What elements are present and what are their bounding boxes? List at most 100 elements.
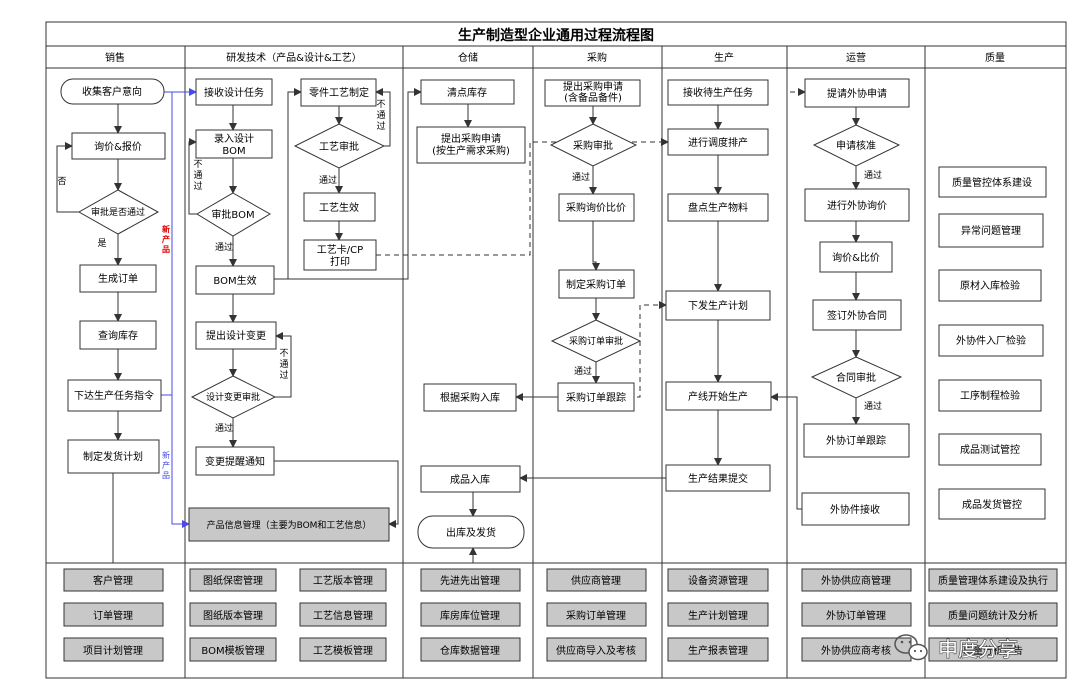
module-prod-2: 生产计划管理 [688, 609, 748, 622]
node-ops-approve-label: 申请核准 [836, 139, 876, 152]
node-wh-purchase-req-label: 提出采购申请(按生产需求采购) [432, 132, 510, 157]
node-ship [417, 515, 525, 549]
warehouse-modules: 先进先出管理 库房库位管理 仓库数据管理 [420, 568, 521, 662]
node-materials [667, 193, 769, 222]
label-pur-pass: 通过 [572, 171, 590, 183]
node-product-info-label: 产品信息管理（主要为BOM和工艺信息） [207, 519, 372, 531]
node-quality-6-label: 成品测试管控 [960, 443, 1020, 456]
module-q-3: 质量分析报告 [963, 644, 1023, 657]
module-rd-left-3: BOM模板管理 [201, 644, 264, 657]
lane-header-sales: 销售 [105, 51, 125, 64]
node-change-notice [195, 446, 275, 476]
lane-header-quality: 质量 [985, 52, 1005, 64]
node-stock-label: 查询库存 [98, 329, 138, 342]
node-inquiry-label: 询价&报价 [94, 140, 142, 153]
node-process-effect-label: 工艺生效 [319, 201, 359, 214]
chart-title: 生产制造型企业通用过程流程图 [458, 27, 654, 44]
warehouse-lane: 清点库存 提出采购申请(按生产需求采购) 根据采购入库 成品入库 出库及发货 [416, 79, 526, 549]
module-prod-3: 生产报表管理 [688, 644, 748, 657]
node-pur-compare-label: 采购询价比价 [566, 201, 626, 214]
node-bom-approve-label: 审批BOM [211, 208, 254, 221]
label-no: 否 [57, 176, 66, 187]
node-change-approve-label: 设计变更审批 [206, 391, 260, 403]
module-sales-3: 项目计划管理 [83, 644, 143, 657]
node-pur-compare [558, 193, 635, 222]
node-quality-3-label: 原材入库检验 [960, 279, 1020, 292]
node-part-process [300, 78, 377, 107]
module-ops-1: 外协供应商管理 [821, 574, 891, 587]
node-fg-in [420, 465, 521, 493]
node-pur-order-approve [550, 319, 642, 363]
module-wh-2: 库房库位管理 [440, 609, 500, 622]
module-sales-2: 订单管理 [93, 609, 133, 622]
new-product-connectors [161, 88, 197, 528]
node-pur-approve-label: 采购审批 [573, 139, 613, 152]
node-quality-6 [938, 433, 1042, 466]
module-ops-2: 外协订单管理 [826, 609, 886, 622]
new-product-label-2: 新产品 [162, 450, 170, 480]
module-rd-left-2: 图纸版本管理 [203, 609, 263, 622]
production-lane: 接收待生产任务 进行调度排产 盘点生产物料 下发生产计划 产线开始生产 生产结果… [665, 79, 772, 492]
node-inbound [423, 383, 517, 412]
node-quality-7-label: 成品发货管控 [962, 498, 1022, 511]
wechat-icon [894, 634, 928, 661]
node-plan [665, 290, 771, 321]
node-change-notice-label: 变更提醒通知 [205, 455, 265, 468]
node-plan-label: 下发生产计划 [688, 299, 748, 312]
node-ops-apply-label: 提请外协申请 [827, 87, 887, 100]
node-change-label: 提出设计变更 [206, 329, 266, 342]
operations-modules: 外协供应商管理 外协订单管理 外协供应商考核 [801, 568, 912, 662]
new-product-label-1: 新产品 [162, 224, 170, 254]
node-ops-approve [812, 124, 901, 167]
lane-header-production: 生产 [714, 51, 734, 64]
module-q-2: 质量问题统计及分析 [948, 609, 1038, 622]
lane-headers: 销售 研发技术（产品&设计&工艺） 仓储 采购 生产 运营 质量 [105, 51, 1005, 64]
node-bom-approve [196, 192, 271, 237]
node-ship-label: 出库及发货 [446, 526, 496, 539]
node-collect-label: 收集客户意向 [82, 85, 142, 98]
label-ops-pass-1: 通过 [864, 169, 882, 181]
label-bom-pass: 通过 [215, 241, 233, 253]
module-rd-right-1: 工艺版本管理 [313, 574, 373, 587]
purchase-lane: 提出采购申请(含备品备件) 采购审批 通过 采购询价比价 制定采购订单 采购订单… [544, 79, 642, 412]
operations-lane: 提请外协申请 申请核准 通过 进行外协询价 询价&比价 签订外协合同 合同审批 … [801, 78, 910, 526]
node-start-label: 产线开始生产 [688, 390, 748, 403]
quality-modules: 质量管理体系建设及执行 质量问题统计及分析 质量分析报告 [928, 568, 1058, 662]
node-ship-plan [67, 439, 160, 474]
node-ops-track-label: 外协订单跟踪 [826, 434, 886, 447]
node-order-label: 生成订单 [98, 272, 138, 285]
node-inquiry [71, 132, 166, 160]
node-pur-order-label: 制定采购订单 [566, 278, 626, 291]
label-process-not-pass: 不通过 [376, 99, 385, 132]
node-inventory [420, 79, 515, 105]
label-change-pass: 通过 [215, 422, 233, 434]
module-pur-2: 采购订单管理 [566, 609, 626, 622]
node-ops-contract-approve [810, 356, 903, 399]
node-change [195, 321, 277, 350]
lane-header-purchase: 采购 [587, 51, 607, 64]
node-pur-apply [544, 79, 641, 107]
node-quality-4-label: 外协件入厂检验 [956, 334, 1026, 347]
node-quality-4 [938, 324, 1044, 357]
module-pur-1: 供应商管理 [571, 574, 621, 587]
node-stock [79, 320, 157, 350]
module-q-1: 质量管理体系建设及执行 [938, 574, 1048, 587]
node-quality-5-label: 工序制程检验 [960, 389, 1020, 402]
node-ship-plan-label: 制定发货计划 [83, 450, 143, 463]
node-quality-1-label: 质量管控体系建设 [952, 176, 1032, 189]
node-quality-2 [938, 213, 1044, 248]
node-submit [665, 464, 771, 492]
node-pur-track-label: 采购订单跟踪 [566, 391, 626, 404]
node-pur-approve [549, 123, 638, 167]
node-schedule-label: 进行调度排产 [688, 136, 748, 149]
watermark: 申度分享 [894, 634, 1019, 662]
node-inbound-label: 根据采购入库 [440, 391, 500, 404]
node-ops-contract-approve-label: 合同审批 [836, 371, 876, 384]
node-pur-order-approve-label: 采购订单审批 [569, 335, 623, 347]
module-prod-1: 设备资源管理 [688, 574, 748, 587]
module-wh-3: 仓库数据管理 [440, 644, 500, 657]
node-ops-inquiry-label: 进行外协询价 [827, 199, 887, 212]
